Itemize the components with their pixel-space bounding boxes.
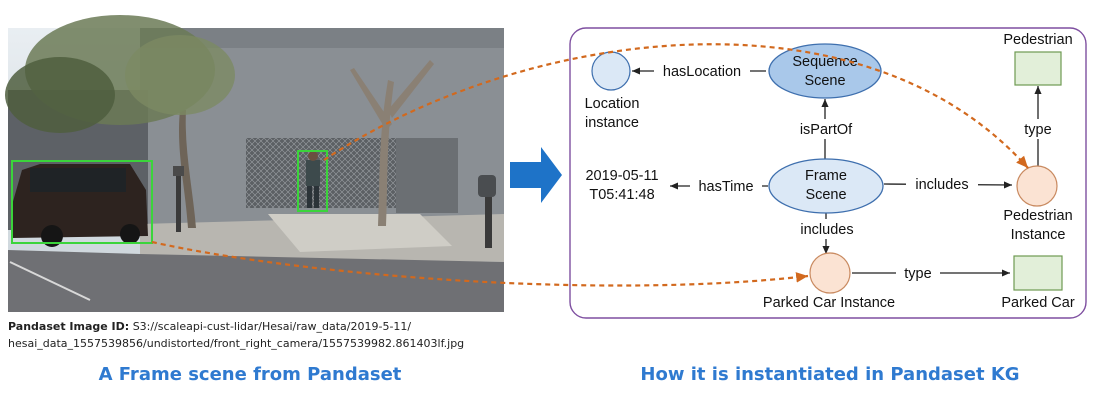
edge-label-has-time: hasTime bbox=[698, 179, 753, 195]
kg-panel bbox=[569, 27, 1087, 319]
node-frame-scene-label-2: Scene bbox=[805, 187, 846, 203]
node-pedestrian-class bbox=[1014, 51, 1062, 86]
image-id-caption: Pandaset Image ID: S3://scaleapi-cust-li… bbox=[8, 318, 528, 352]
edge-label-type-pedestrian: type bbox=[1024, 122, 1051, 138]
node-timestamp-label-1: 2019-05-11 bbox=[585, 168, 658, 184]
node-frame-scene bbox=[768, 158, 884, 214]
node-location-label-1: Location bbox=[585, 96, 640, 112]
edge-label-is-part-of: isPartOf bbox=[800, 122, 853, 138]
image-id-path-continued: hesai_data_1557539856/undistorted/front_… bbox=[8, 337, 465, 350]
node-location-label-2: instance bbox=[585, 115, 639, 131]
car-link-curve bbox=[151, 240, 809, 287]
transform-arrow-icon bbox=[510, 147, 562, 203]
node-pedestrian-class-label: Pedestrian bbox=[1003, 32, 1072, 48]
image-id-path: S3://scaleapi-cust-lidar/Hesai/raw_data/… bbox=[132, 320, 412, 333]
edge-label-type-car: type bbox=[904, 266, 931, 282]
node-sequence-scene-label-1: Sequence bbox=[792, 54, 857, 70]
node-sequence-scene bbox=[768, 43, 882, 99]
node-pedestrian-instance-label-1: Pedestrian bbox=[1003, 208, 1072, 224]
node-pedestrian-instance bbox=[1016, 165, 1058, 207]
node-pedestrian-instance-label-2: Instance bbox=[1011, 227, 1066, 243]
node-sequence-scene-label-2: Scene bbox=[804, 73, 845, 89]
image-id-label: Pandaset Image ID: bbox=[8, 320, 130, 333]
node-parked-car-class bbox=[1013, 255, 1063, 291]
edge-label-includes-pedestrian: includes bbox=[915, 177, 968, 193]
edge-label-has-location: hasLocation bbox=[663, 64, 741, 80]
street-photo bbox=[5, 15, 504, 312]
edge-label-includes-car: includes bbox=[800, 222, 853, 238]
car-bounding-box bbox=[11, 160, 153, 244]
node-location-instance bbox=[591, 51, 631, 91]
right-section-title: How it is instantiated in Pandaset KG bbox=[640, 364, 1020, 385]
node-parked-car-instance-label: Parked Car Instance bbox=[763, 295, 895, 311]
node-parked-car-class-label: Parked Car bbox=[1001, 295, 1075, 311]
pedestrian-bounding-box bbox=[297, 150, 328, 212]
left-section-title: A Frame scene from Pandaset bbox=[98, 364, 402, 385]
node-timestamp-label-2: T05:41:48 bbox=[589, 187, 654, 203]
node-parked-car-instance bbox=[809, 252, 851, 294]
node-frame-scene-label-1: Frame bbox=[805, 168, 847, 184]
